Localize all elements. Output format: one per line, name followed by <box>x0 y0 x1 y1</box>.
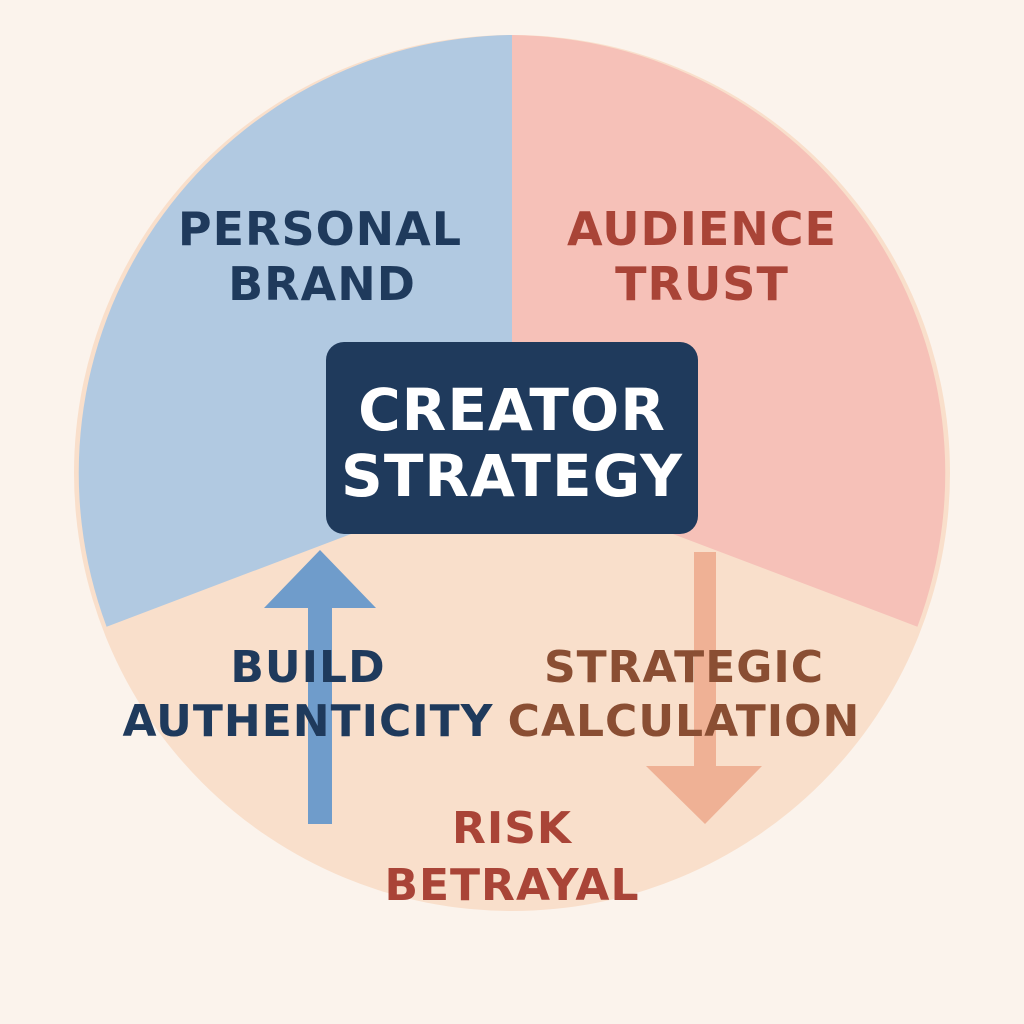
audience-trust-label-line1: AUDIENCE <box>567 202 837 256</box>
down-arrow-icon <box>646 552 762 824</box>
personal-brand-label-line1: PERSONAL <box>178 202 462 256</box>
risk-betrayal-label-line1: RISK <box>452 803 573 854</box>
up-arrow-icon <box>264 550 376 824</box>
center-label-line1: CREATOR <box>358 376 666 444</box>
strategic-calculation-label-line2: CALCULATION <box>508 696 861 747</box>
center-label-line2: STRATEGY <box>341 442 683 510</box>
build-authenticity-label-line2: AUTHENTICITY <box>122 696 493 747</box>
build-authenticity-label-line1: BUILD <box>230 642 385 693</box>
personal-brand-label-line2: BRAND <box>228 257 416 311</box>
risk-betrayal-label-line2: BETRAYAL <box>384 860 639 911</box>
center-box <box>326 342 698 534</box>
audience-trust-label-line2: TRUST <box>615 257 789 311</box>
strategic-calculation-label-line1: STRATEGIC <box>544 642 824 693</box>
